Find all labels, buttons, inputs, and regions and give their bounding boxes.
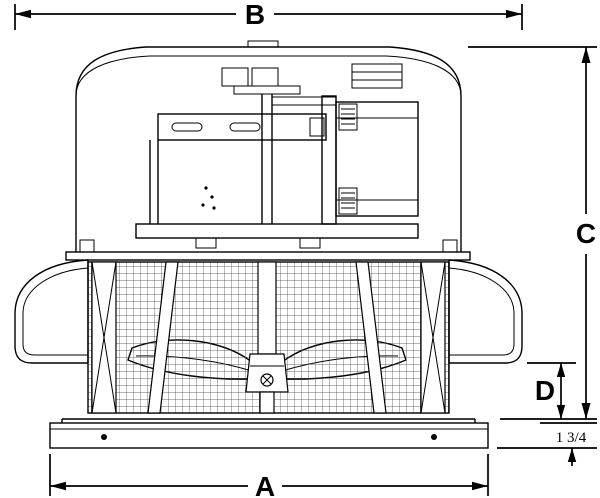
bracket-bolt-block: [309, 117, 325, 137]
windband-left-outer: [14, 259, 89, 364]
dimension-d: D: [527, 362, 576, 419]
support-leg-right: [355, 261, 387, 414]
vent-hole: [212, 206, 216, 210]
motor-assembly: [79, 85, 458, 253]
pulley-housing-lines: [352, 71, 402, 81]
support-leg-left: [147, 261, 179, 414]
hood-outline: [75, 46, 462, 252]
dimension-b: B: [14, 0, 523, 30]
vent-hole: [210, 195, 214, 199]
pulley-housing-left-b: [251, 67, 279, 87]
dimension-base-height: 1 3/4: [497, 422, 597, 466]
hood-clip-right: [442, 239, 458, 253]
bracket-slot-right: [229, 122, 261, 132]
dim-c-lines: [468, 46, 597, 420]
motor-body: [335, 101, 419, 217]
guard-strap-left-xbrace: [91, 261, 117, 414]
dim-d-arrow-top: [556, 363, 566, 377]
windband-left: [14, 259, 89, 364]
dim-c-arrow-bottom: [581, 403, 591, 419]
motor-mount-arm: [272, 96, 336, 106]
dim-label-d: D: [535, 375, 555, 406]
isolator-spring-bottom-frame: [338, 187, 358, 215]
hood-seam-line: [75, 55, 462, 97]
vent-hole: [204, 186, 208, 190]
dim-label-b: B: [245, 0, 265, 30]
isolator-spring-bottom-coils: [341, 192, 355, 209]
pulley-housing-left-a: [221, 67, 249, 87]
dim-c-arrow-top: [581, 47, 591, 63]
dim-label-c: C: [576, 218, 596, 249]
windband-left-inner: [22, 267, 89, 356]
dim-a-lines: [49, 454, 489, 496]
vent-hole: [201, 203, 205, 207]
dim-a-arrow-left: [50, 481, 66, 491]
pulley-housing-right: [351, 63, 403, 89]
base: [49, 418, 489, 449]
left-support-leg: [149, 140, 159, 224]
hood: [75, 40, 462, 252]
deck-foot-right: [299, 237, 321, 249]
mounting-band-outline: [65, 251, 471, 261]
dim-a-arrow-right: [472, 481, 488, 491]
fan-hub: [245, 353, 289, 414]
dimension-c: C: [468, 46, 597, 420]
dim-base-arrow-up: [567, 448, 577, 462]
mounting-hole-right: [431, 434, 437, 440]
hood-top-cap: [247, 40, 279, 48]
windband-right-inner: [448, 267, 515, 356]
dim-b-arrow-right: [506, 9, 522, 19]
dim-label-a: A: [255, 471, 275, 498]
windband-right-outer: [448, 259, 523, 364]
guard-strap-right-xbrace: [420, 261, 446, 414]
dim-b-lines: [14, 4, 523, 30]
dim-d-arrow-bottom: [556, 405, 566, 419]
windband-right: [448, 259, 523, 364]
adjustment-bracket: [157, 113, 327, 141]
mounting-band: [65, 251, 471, 261]
motor-column: [321, 95, 337, 225]
motor-body-lines: [336, 117, 418, 201]
isolator-spring-top-coils: [341, 108, 355, 125]
dim-b-arrow-left: [15, 9, 31, 19]
hub-lower-post: [259, 391, 275, 414]
deck-foot-left: [195, 237, 217, 249]
base-flange: [49, 422, 489, 449]
dimension-a: A: [49, 454, 489, 498]
dim-label-base-height: 1 3/4: [556, 430, 587, 446]
shaft-strap-center: [257, 261, 277, 355]
hub-bolt-cross: [262, 375, 272, 385]
hood-clip-left: [79, 239, 95, 253]
isolator-spring-top-frame: [338, 103, 358, 131]
hub-body: [245, 353, 289, 393]
bracket-slot-left: [171, 122, 203, 132]
motor-deck-plate: [135, 223, 419, 239]
mounting-hole-left: [101, 434, 107, 440]
drive-shaft: [261, 94, 273, 224]
shaft-top-plate: [233, 85, 301, 95]
